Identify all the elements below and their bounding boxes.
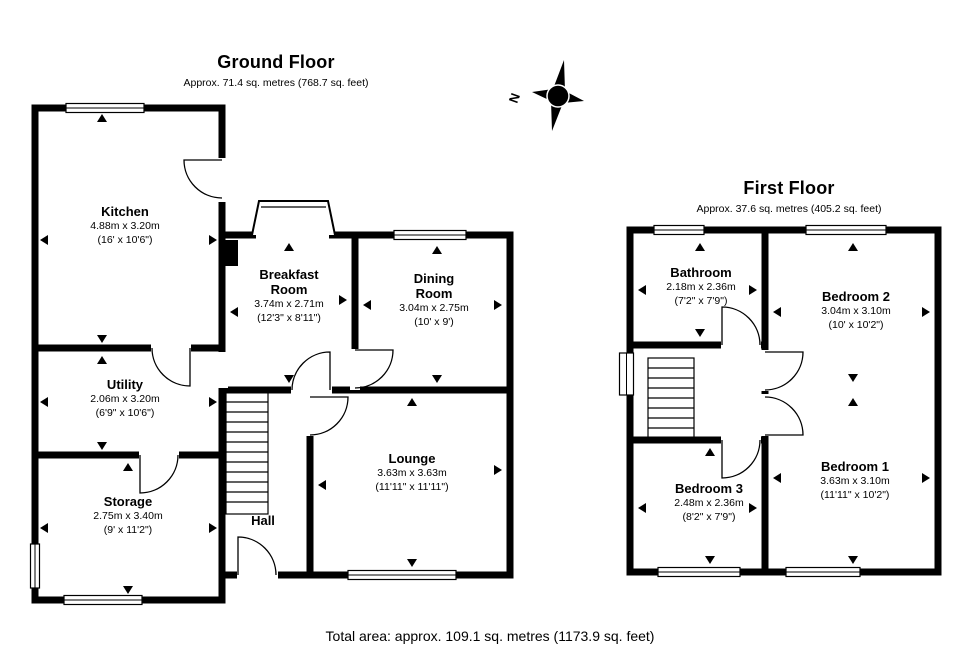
room-label-hall: Hall bbox=[251, 513, 275, 529]
room-name: Bedroom 2 bbox=[822, 289, 890, 304]
door-openings bbox=[139, 158, 770, 580]
room-name: Bedroom 1 bbox=[821, 459, 889, 474]
room-label-bathroom: Bathroom 2.18m x 2.36m (7'2" x 7'9") bbox=[666, 265, 736, 308]
compass-hub bbox=[546, 84, 570, 108]
room-name: Utility bbox=[106, 377, 144, 392]
room-dim-imperial: (6'9" x 10'6") bbox=[95, 406, 155, 419]
front-door bbox=[237, 536, 277, 576]
windows bbox=[29, 102, 887, 606]
room-name: Breakfast Room bbox=[259, 267, 319, 297]
room-name: Dining Room bbox=[413, 271, 455, 301]
storage-door bbox=[139, 454, 179, 494]
room-dim-imperial: (7'2" x 7'9") bbox=[674, 294, 728, 307]
room-dim-metric: 3.04m x 2.75m bbox=[399, 301, 469, 314]
room-dim-metric: 3.04m x 3.10m bbox=[821, 304, 891, 317]
lounge-door bbox=[309, 396, 349, 436]
bay-window bbox=[251, 200, 336, 240]
room-name: Storage bbox=[103, 494, 153, 509]
room-name: Bedroom 3 bbox=[675, 481, 743, 496]
chimney-breast bbox=[225, 240, 238, 266]
room-name: Kitchen bbox=[101, 204, 149, 219]
ground-floor-title: Ground Floor bbox=[217, 52, 335, 72]
room-name: Bathroom bbox=[670, 265, 732, 280]
room-label-breakfast: Breakfast Room 3.74m x 2.71m (12'3" x 8'… bbox=[254, 267, 324, 325]
ground-floor-subtitle: Approx. 71.4 sq. metres (768.7 sq. feet) bbox=[183, 77, 369, 89]
room-label-bedroom3: Bedroom 3 2.48m x 2.36m (8'2" x 7'9") bbox=[674, 481, 744, 524]
room-dim-metric: 2.75m x 3.40m bbox=[93, 509, 163, 522]
room-label-storage: Storage 2.75m x 3.40m (9' x 11'2") bbox=[93, 494, 163, 537]
utility-door bbox=[151, 347, 191, 387]
first-floor-title-block: First Floor Approx. 37.6 sq. metres (405… bbox=[696, 178, 881, 215]
room-dim-imperial: (11'11" x 10'2") bbox=[820, 488, 890, 501]
bedroom2-door bbox=[764, 351, 804, 391]
measurement-markers bbox=[40, 114, 930, 594]
stairs-ground bbox=[225, 391, 269, 515]
room-dim-metric: 2.48m x 2.36m bbox=[674, 496, 744, 509]
door-swings bbox=[139, 159, 804, 576]
compass-rose: N bbox=[506, 60, 584, 131]
room-dim-imperial: (9' x 11'2") bbox=[103, 523, 153, 536]
room-dim-metric: 2.18m x 2.36m bbox=[666, 280, 736, 293]
room-dim-metric: 4.88m x 3.20m bbox=[90, 219, 160, 232]
first-floor-subtitle: Approx. 37.6 sq. metres (405.2 sq. feet) bbox=[696, 203, 882, 215]
breakfast-room-door bbox=[291, 351, 331, 391]
room-dim-imperial: (16' x 10'6") bbox=[97, 233, 153, 246]
room-dim-imperial: (11'11" x 11'11") bbox=[375, 480, 449, 493]
room-dim-metric: 3.63m x 3.63m bbox=[377, 466, 447, 479]
kitchen-door bbox=[183, 159, 223, 199]
room-dim-metric: 3.63m x 3.10m bbox=[820, 474, 890, 487]
room-dim-imperial: (8'2" x 7'9") bbox=[682, 510, 736, 523]
bedroom3-door bbox=[721, 439, 761, 479]
room-label-dining: Dining Room 3.04m x 2.75m (10' x 9') bbox=[399, 271, 469, 329]
room-label-bedroom2: Bedroom 2 3.04m x 3.10m (10' x 10'2") bbox=[821, 289, 891, 332]
bedroom1-door bbox=[764, 396, 804, 436]
compass-north-label: N bbox=[506, 91, 523, 105]
room-dim-metric: 2.06m x 3.20m bbox=[90, 392, 160, 405]
room-label-lounge: Lounge 3.63m x 3.63m (11'11" x 11'11") bbox=[375, 451, 449, 494]
room-label-bedroom1: Bedroom 1 3.63m x 3.10m (11'11" x 10'2") bbox=[820, 459, 890, 502]
room-label-kitchen: Kitchen 4.88m x 3.20m (16' x 10'6") bbox=[90, 204, 160, 247]
dining-room-door bbox=[354, 349, 394, 389]
room-dim-imperial: (10' x 9') bbox=[414, 315, 454, 328]
bathroom-door bbox=[721, 306, 761, 346]
first-floor-title: First Floor bbox=[743, 178, 835, 198]
room-label-utility: Utility 2.06m x 3.20m (6'9" x 10'6") bbox=[90, 377, 160, 420]
room-dim-metric: 3.74m x 2.71m bbox=[254, 297, 324, 310]
room-name: Lounge bbox=[388, 451, 436, 466]
room-dim-imperial: (10' x 10'2") bbox=[828, 318, 884, 331]
room-dim-imperial: (12'3" x 8'11") bbox=[257, 311, 321, 324]
total-area-text: Total area: approx. 109.1 sq. metres (11… bbox=[325, 628, 655, 644]
stairs-first bbox=[647, 357, 695, 441]
ground-floor-title-block: Ground Floor Approx. 71.4 sq. metres (76… bbox=[183, 52, 368, 89]
room-name: Hall bbox=[251, 513, 275, 528]
